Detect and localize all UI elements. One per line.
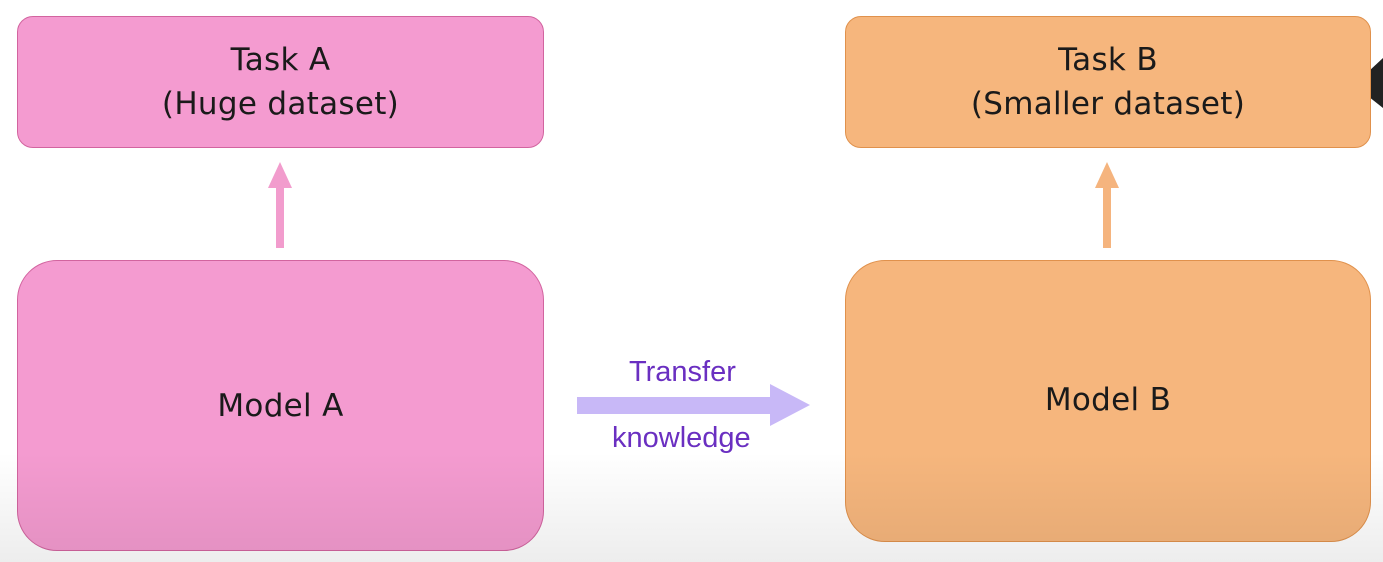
task-a-title: Task A [230, 42, 331, 78]
model-a-box: Model A [17, 260, 544, 551]
task-a-subtitle: (Huge dataset) [161, 86, 400, 122]
task-b-box: Task B (Smaller dataset) [845, 16, 1371, 148]
knowledge-label: knowledge [612, 422, 751, 454]
arrow-model-a-to-task-a [268, 162, 292, 248]
arrow-model-b-to-task-b [1095, 162, 1119, 248]
model-b-box: Model B [845, 260, 1371, 542]
model-a-label: Model A [217, 387, 344, 424]
task-b-title: Task B [1058, 42, 1158, 78]
model-b-label: Model B [1044, 382, 1172, 418]
transfer-label: Transfer [629, 356, 736, 388]
task-a-box: Task A (Huge dataset) [17, 16, 544, 148]
transfer-arrow [577, 384, 810, 426]
task-b-subtitle: (Smaller dataset) [970, 86, 1246, 122]
